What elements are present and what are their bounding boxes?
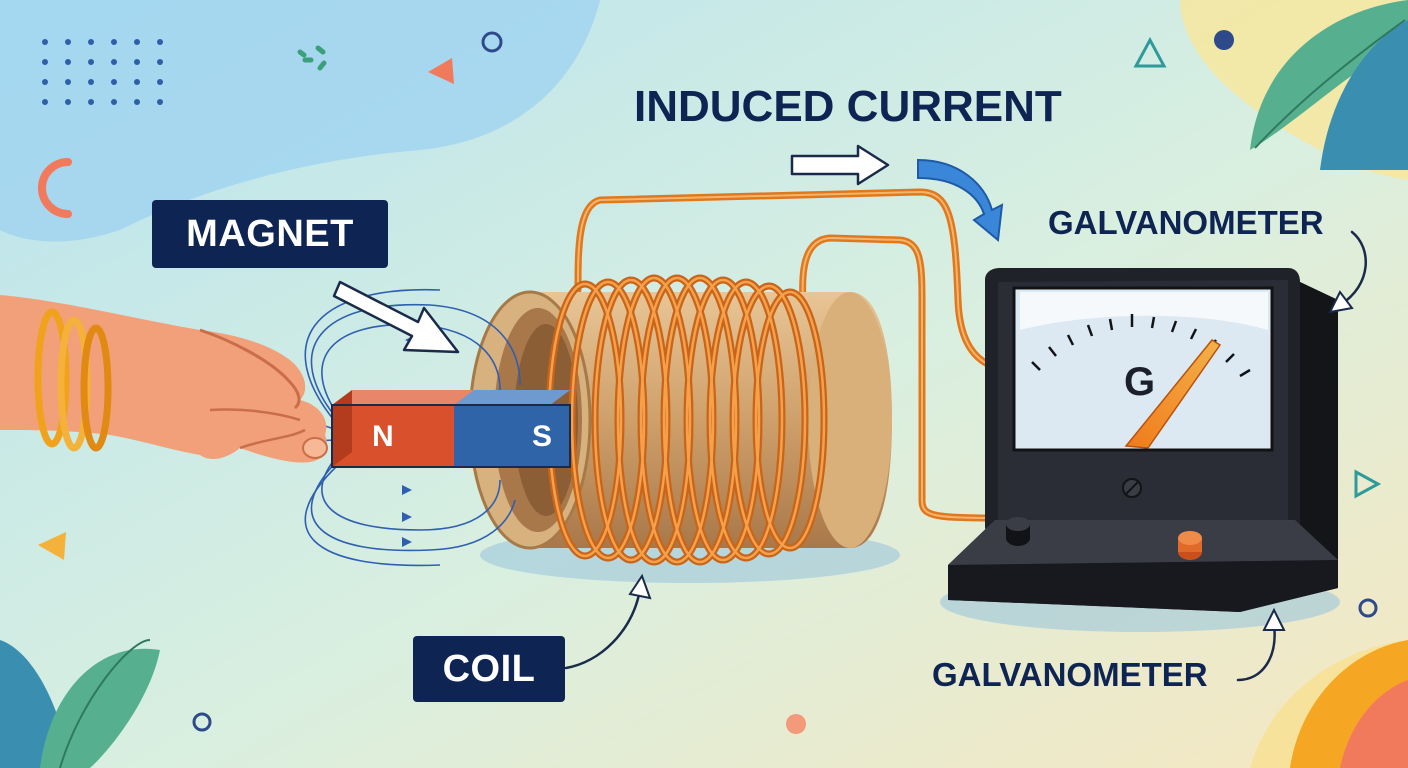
decor-shapes (38, 30, 1382, 734)
bar-magnet (331, 390, 571, 468)
leaves-top-right (1250, 0, 1408, 170)
magnet-pointer-arrow (332, 280, 460, 354)
callout-arrows (564, 230, 1367, 682)
wire-bottom-inner (801, 236, 991, 519)
galvanometer-dial-letter: G (1124, 360, 1156, 404)
induced-current-label: INDUCED CURRENT (634, 82, 1062, 131)
curved-current-arrow (917, 158, 1004, 242)
galvanometer-needle (1124, 339, 1222, 449)
coil-label: COIL (413, 636, 565, 702)
magnet-label: MAGNET (152, 200, 388, 268)
galvanometer-label-bottom: GALVANOMETER (932, 656, 1208, 693)
bangles (34, 308, 112, 452)
coil-windings (545, 274, 828, 566)
north-pole-label: N (372, 420, 394, 453)
callout-arrowheads (628, 290, 1354, 631)
decor-dot-grid (42, 39, 163, 105)
galvanometer-label-top: GALVANOMETER (1048, 204, 1324, 241)
south-pole-label: S (532, 420, 553, 453)
induced-current-arrow (790, 144, 890, 186)
galvanometer (948, 268, 1338, 612)
leaves-bottom-left (0, 639, 160, 768)
wire-top-inner (577, 190, 1021, 373)
magnetic-field-lines (288, 288, 521, 567)
leaves-bottom-right (1290, 640, 1408, 768)
